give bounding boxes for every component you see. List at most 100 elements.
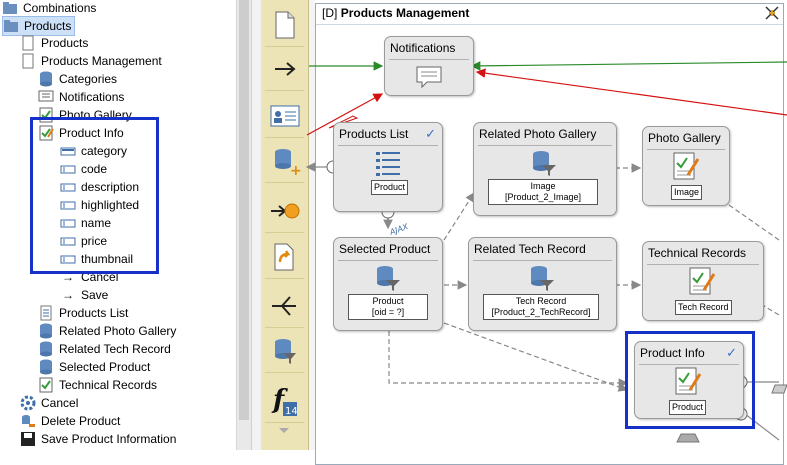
database-icon xyxy=(38,341,54,357)
tree-item-categories[interactable]: Categories xyxy=(38,70,117,88)
collapse-icon[interactable] xyxy=(765,6,779,20)
notification-icon xyxy=(38,89,54,105)
branch-icon xyxy=(271,296,296,316)
tree-item-field-code[interactable]: code xyxy=(60,160,107,178)
dashed-link-product-info-2[interactable] xyxy=(443,322,629,392)
palette-add-data-tool[interactable]: + xyxy=(265,140,304,183)
palette-redirect-tool[interactable] xyxy=(265,236,304,279)
node-photo-gallery[interactable]: Photo Gallery Image xyxy=(642,126,730,206)
canvas-gutter xyxy=(309,0,315,450)
tree-item-field-thumbnail[interactable]: thumbnail xyxy=(60,250,133,268)
frame-header[interactable]: [D] Products Management xyxy=(322,6,470,20)
node-query-box: Tech Record[Product_2_TechRecord] xyxy=(483,294,599,320)
database-filter-icon xyxy=(531,266,554,291)
tree-item-field-price[interactable]: price xyxy=(60,232,107,250)
database-icon xyxy=(38,71,54,87)
node-related-photo-gallery[interactable]: Related Photo Gallery Image[Product_2_Im… xyxy=(473,122,617,216)
dashed-link-gallery[interactable] xyxy=(443,191,475,241)
canvas-highlight-box xyxy=(625,331,755,429)
tree-item-notifications[interactable]: Notifications xyxy=(38,88,124,106)
tree-item-combinations[interactable]: Combinations xyxy=(2,0,96,17)
form-icon xyxy=(675,367,702,395)
tree-item-products-folder[interactable]: Products xyxy=(2,16,76,36)
dashed-link-offscreen-1 xyxy=(728,204,780,241)
tree-item-related-tech-record[interactable]: Related Tech Record xyxy=(38,340,171,358)
palette-filter-tool[interactable] xyxy=(265,330,304,373)
field-icon xyxy=(60,143,76,159)
entity-label: Product xyxy=(372,296,404,306)
node-selected-product[interactable]: Selected Product Product[oid = ?] xyxy=(333,237,443,331)
palette-scroll-down-icon[interactable] xyxy=(279,428,289,433)
node-technical-records[interactable]: Technical Records Tech Record xyxy=(642,241,764,321)
palette-operation-tool[interactable] xyxy=(265,190,304,233)
entity-label: Image xyxy=(530,181,556,191)
database-icon xyxy=(38,359,54,375)
palette-link-tool[interactable] xyxy=(265,48,304,91)
node-notifications[interactable]: Notifications xyxy=(384,36,474,96)
page-icon xyxy=(20,35,36,51)
database-add-icon: + xyxy=(274,149,301,179)
form-icon xyxy=(38,377,54,393)
condition-label: [oid = ?] xyxy=(371,307,405,317)
tree-item-field-highlighted[interactable]: highlighted xyxy=(60,196,139,214)
tree-item-product-info[interactable]: Product Info xyxy=(38,124,124,142)
link-offscreen-4 xyxy=(744,413,780,441)
node-product-info[interactable]: Product Info ✓ Product xyxy=(634,341,744,419)
check-icon: ✓ xyxy=(425,126,436,141)
tree-item-save-product-information[interactable]: Save Product Information xyxy=(20,430,176,448)
port-shape-right xyxy=(771,384,787,394)
project-tree[interactable]: Combinations Products Products Products … xyxy=(0,0,236,450)
tree-scrollbar-thumb[interactable] xyxy=(239,0,249,420)
tree-scrollbar[interactable] xyxy=(236,0,251,450)
tree-item-products-list[interactable]: Products List xyxy=(38,304,128,322)
port-shape-bottom xyxy=(676,433,700,443)
node-related-tech-record[interactable]: Related Tech Record Tech Record[Product_… xyxy=(468,237,617,331)
tree-item-products-management[interactable]: Products Management xyxy=(20,52,162,70)
tree-item-field-description[interactable]: description xyxy=(60,178,139,196)
red-link-left[interactable] xyxy=(306,93,384,136)
tree-item-cancel-operation[interactable]: Cancel xyxy=(20,394,78,412)
gear-icon xyxy=(20,395,36,411)
svg-text:14: 14 xyxy=(285,406,298,417)
node-products-list[interactable]: Products List ✓ Product xyxy=(333,122,443,212)
node-query-box: Product[oid = ?] xyxy=(348,294,428,320)
tree-item-technical-records[interactable]: Technical Records xyxy=(38,376,157,394)
page-arrow-icon xyxy=(274,243,293,271)
diagram-canvas[interactable]: [D] Products Management xyxy=(305,0,787,465)
node-label: Image xyxy=(671,185,703,200)
notification-icon xyxy=(416,66,442,89)
tree-item-selected-product[interactable]: Selected Product xyxy=(38,358,150,376)
red-link-right[interactable] xyxy=(475,68,787,116)
relation-label: [Product_2_TechRecord] xyxy=(491,307,591,317)
arrow-right-icon xyxy=(274,62,296,76)
database-filter-icon xyxy=(533,151,556,176)
node-label: Product xyxy=(669,400,707,415)
tree-item-field-name[interactable]: name xyxy=(60,214,111,232)
node-query-box: Image[Product_2_Image] xyxy=(488,179,598,205)
tree-item-save-link[interactable]: →Save xyxy=(62,287,109,302)
entity-label: Tech Record xyxy=(515,296,567,306)
field-icon xyxy=(60,215,76,231)
tree-item-products-page[interactable]: Products xyxy=(20,34,88,52)
tree-item-related-photo-gallery[interactable]: Related Photo Gallery xyxy=(38,322,176,340)
arrow-right-icon: → xyxy=(62,287,74,302)
check-icon: ✓ xyxy=(726,345,737,360)
green-link-right[interactable] xyxy=(470,61,787,71)
dashed-link-product-info[interactable] xyxy=(388,323,629,388)
database-icon xyxy=(38,323,54,339)
folder-icon xyxy=(2,0,18,16)
tree-item-delete-product[interactable]: Delete Product xyxy=(20,412,120,430)
field-icon xyxy=(60,161,76,177)
field-icon xyxy=(60,251,76,267)
palette-switch-tool[interactable] xyxy=(265,285,304,328)
database-filter-icon xyxy=(377,266,400,291)
tree-item-field-category[interactable]: category xyxy=(60,142,127,160)
delete-icon xyxy=(20,413,36,429)
palette-page-tool[interactable] xyxy=(265,4,304,47)
palette-form-tool[interactable] xyxy=(265,95,304,138)
node-label: Product xyxy=(371,180,409,195)
splitter[interactable] xyxy=(251,0,261,450)
field-icon xyxy=(60,179,76,195)
